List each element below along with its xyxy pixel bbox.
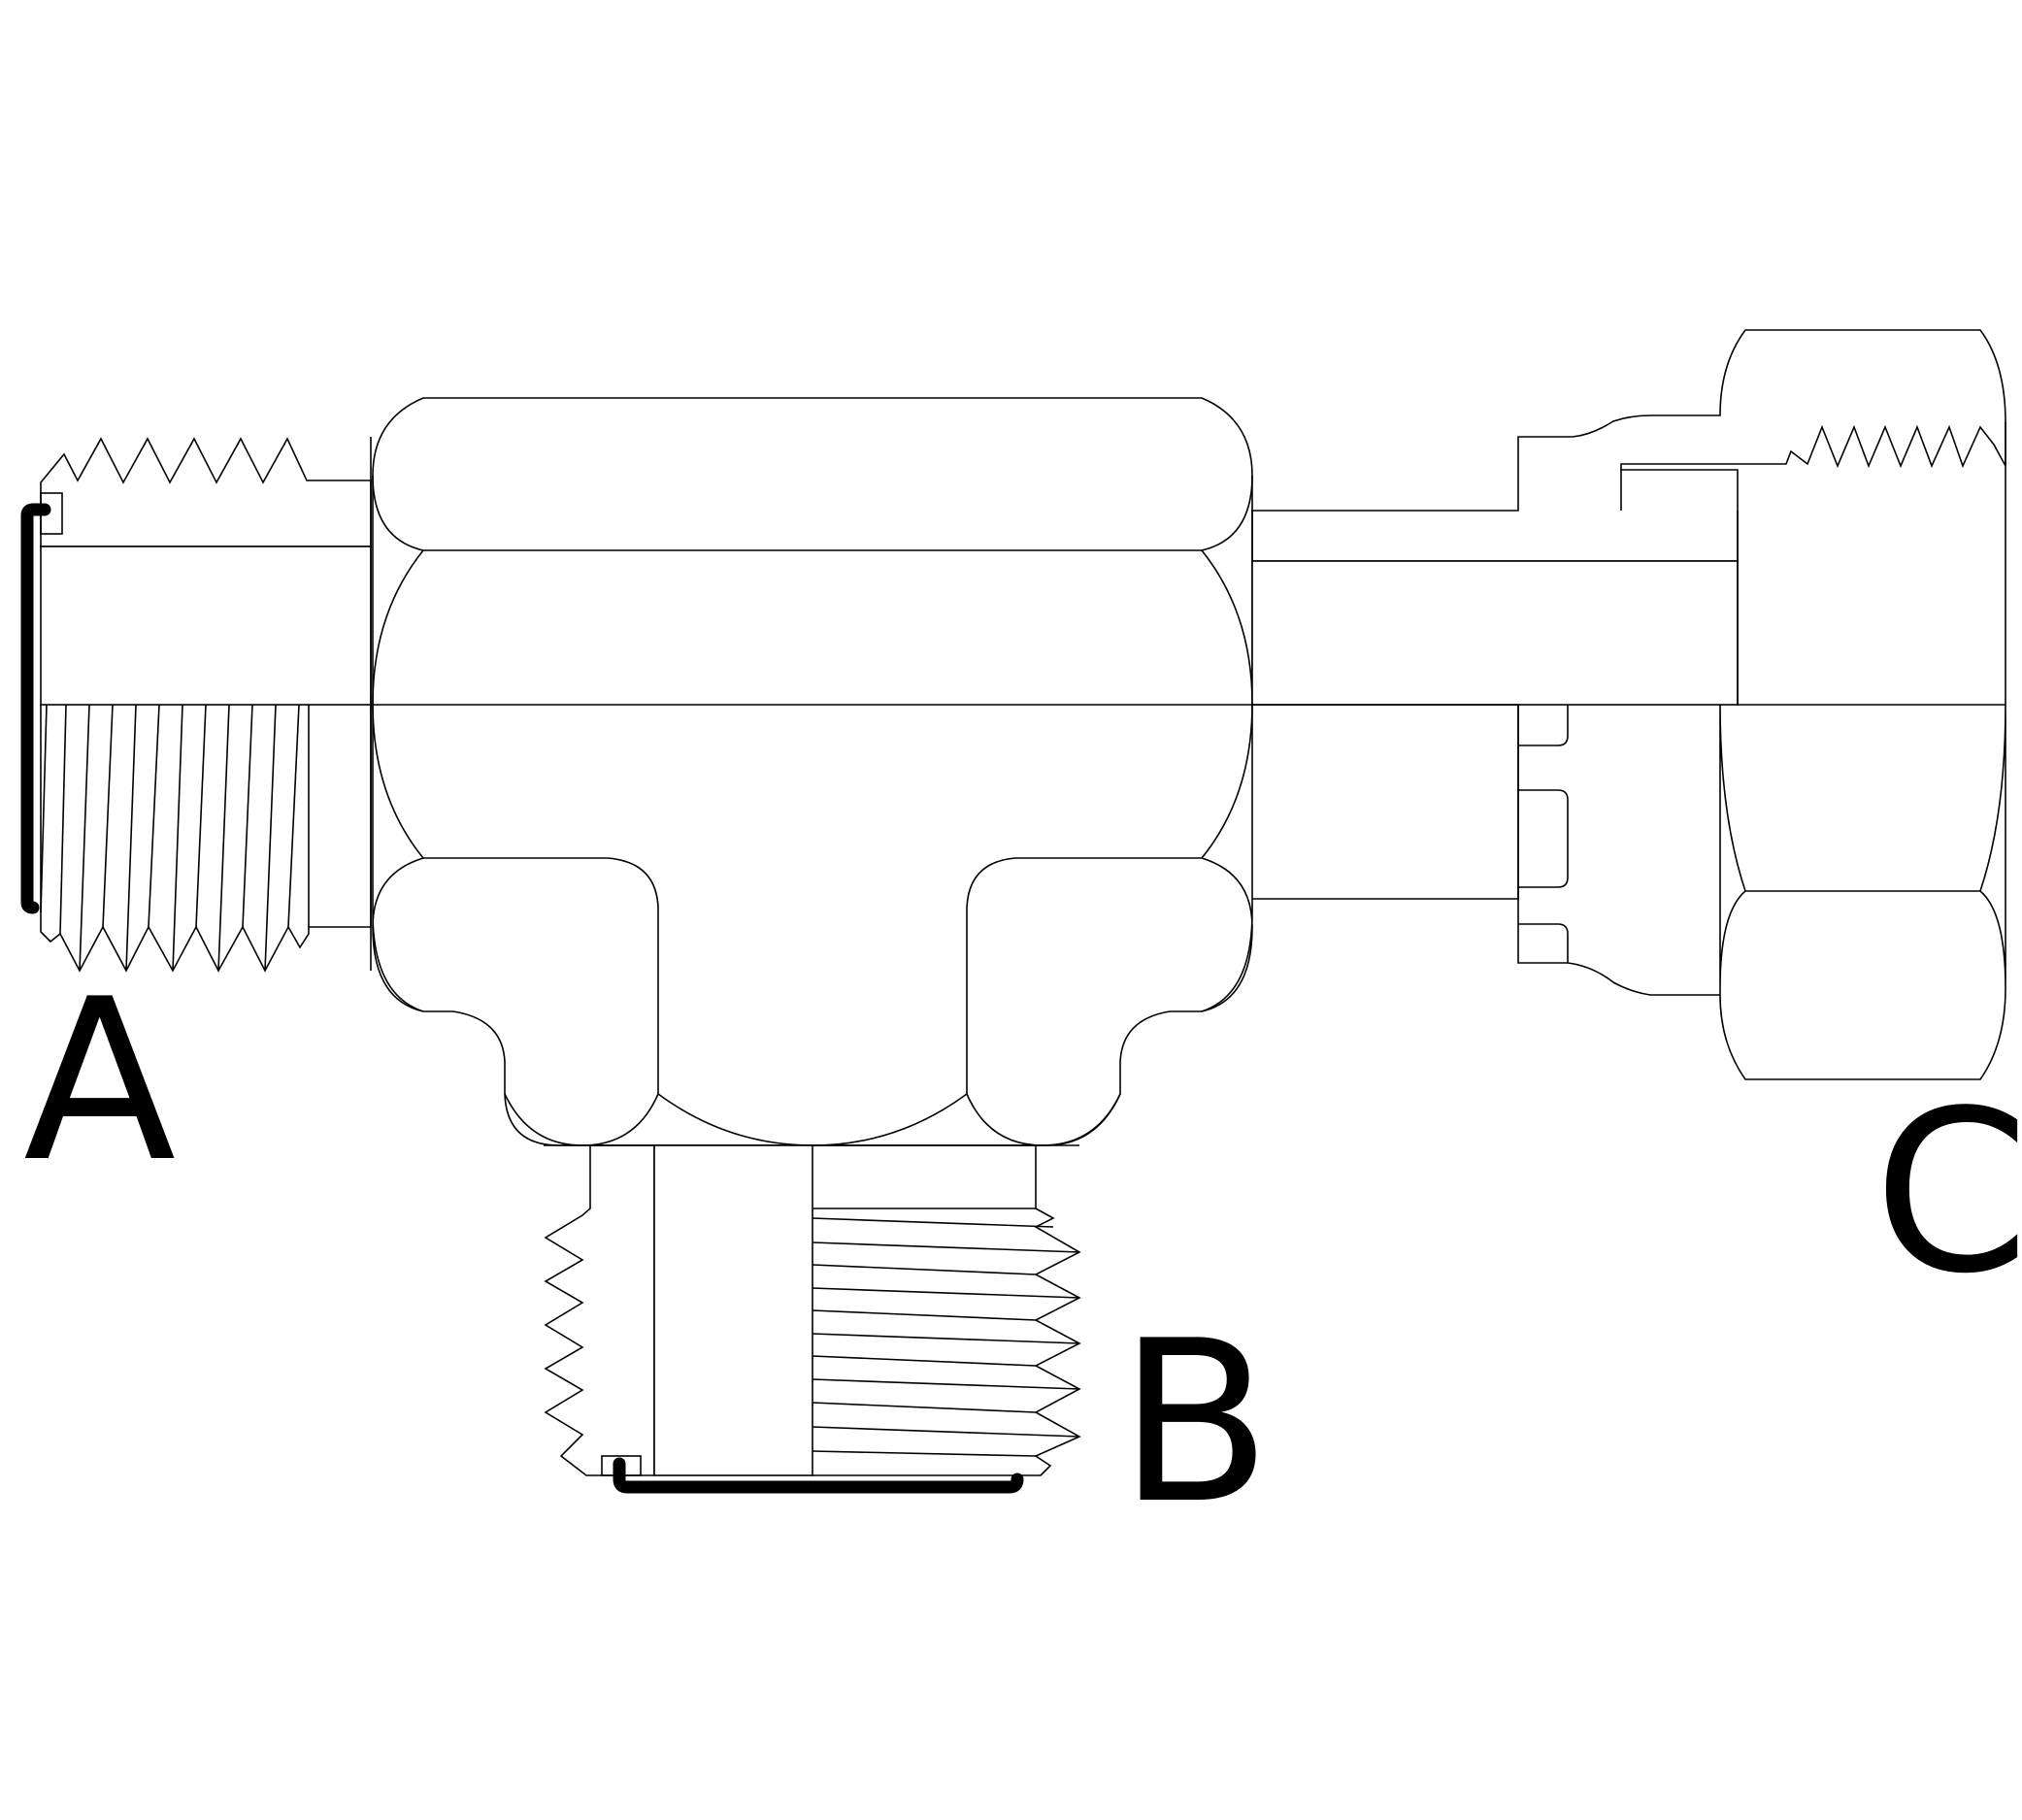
port-a-seal [20,503,51,914]
port-a-fitting [20,437,372,973]
tee-body-right-boss [966,857,1253,1094]
port-label-b: B [1118,1294,1272,1553]
tee-body-left-boss [372,857,659,1094]
port-c-fitting [1251,329,2006,1080]
port-c-lower-tube [1252,704,1519,900]
port-c-bore [1251,560,1739,706]
port-b-seal [613,1457,1024,1494]
port-b-fitting [544,1144,1081,1494]
port-label-a: A [23,952,177,1211]
port-c-nut [1719,422,2006,1080]
port-b-bore [653,1144,813,1476]
port-label-c: C [1873,1064,2022,1323]
tee-body-left-foot [372,926,424,1012]
port-c-cutting-ring [1517,705,1720,996]
tee-body [372,397,1253,1146]
port-a-section-hatch [40,437,372,547]
port-c-tube-hatch [1251,329,2006,562]
port-b-section-hatch [544,1144,655,1476]
port-b-right-thread [812,1144,1081,1476]
port-b-thread-lines [812,1208,1080,1457]
tee-body-outline [372,397,1253,1146]
port-a-lower-thread [40,705,372,973]
tee-body-top-boss [372,475,1253,551]
port-a-bore [40,546,372,706]
port-a-thread-lines [40,704,310,972]
tee-body-right-foot [1201,926,1253,1012]
